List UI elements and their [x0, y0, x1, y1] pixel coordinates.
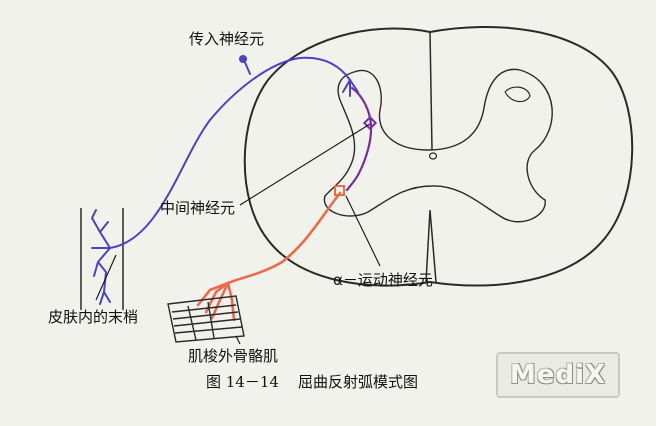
label-skin-endings: 皮肤内的末梢	[48, 308, 138, 326]
figure-caption: 图 14－14 屈曲反射弧模式图	[206, 373, 418, 391]
sensory-cell-body	[239, 55, 247, 63]
sensory-neuron	[91, 56, 359, 305]
alpha-motor-neuron	[196, 191, 342, 322]
label-motor-neuron: α－运动神经元	[333, 271, 433, 289]
interneuron	[345, 86, 373, 192]
dorsal-median-sulcus	[429, 31, 433, 151]
ventral-median-fissure	[425, 209, 437, 283]
motor-soma	[334, 185, 345, 196]
central-canal	[428, 152, 438, 160]
muscle-block	[167, 295, 245, 343]
watermark-logo: MediX	[496, 352, 620, 398]
gray-matter	[323, 68, 553, 223]
leader-lines	[95, 123, 381, 345]
label-sensory-neuron: 传入神经元	[189, 30, 264, 48]
label-muscle: 肌梭外骨骼肌	[188, 347, 278, 365]
dorsal-root-entry	[504, 86, 531, 103]
label-interneuron: 中间神经元	[160, 199, 235, 217]
spinal-cord-outline	[243, 25, 634, 287]
